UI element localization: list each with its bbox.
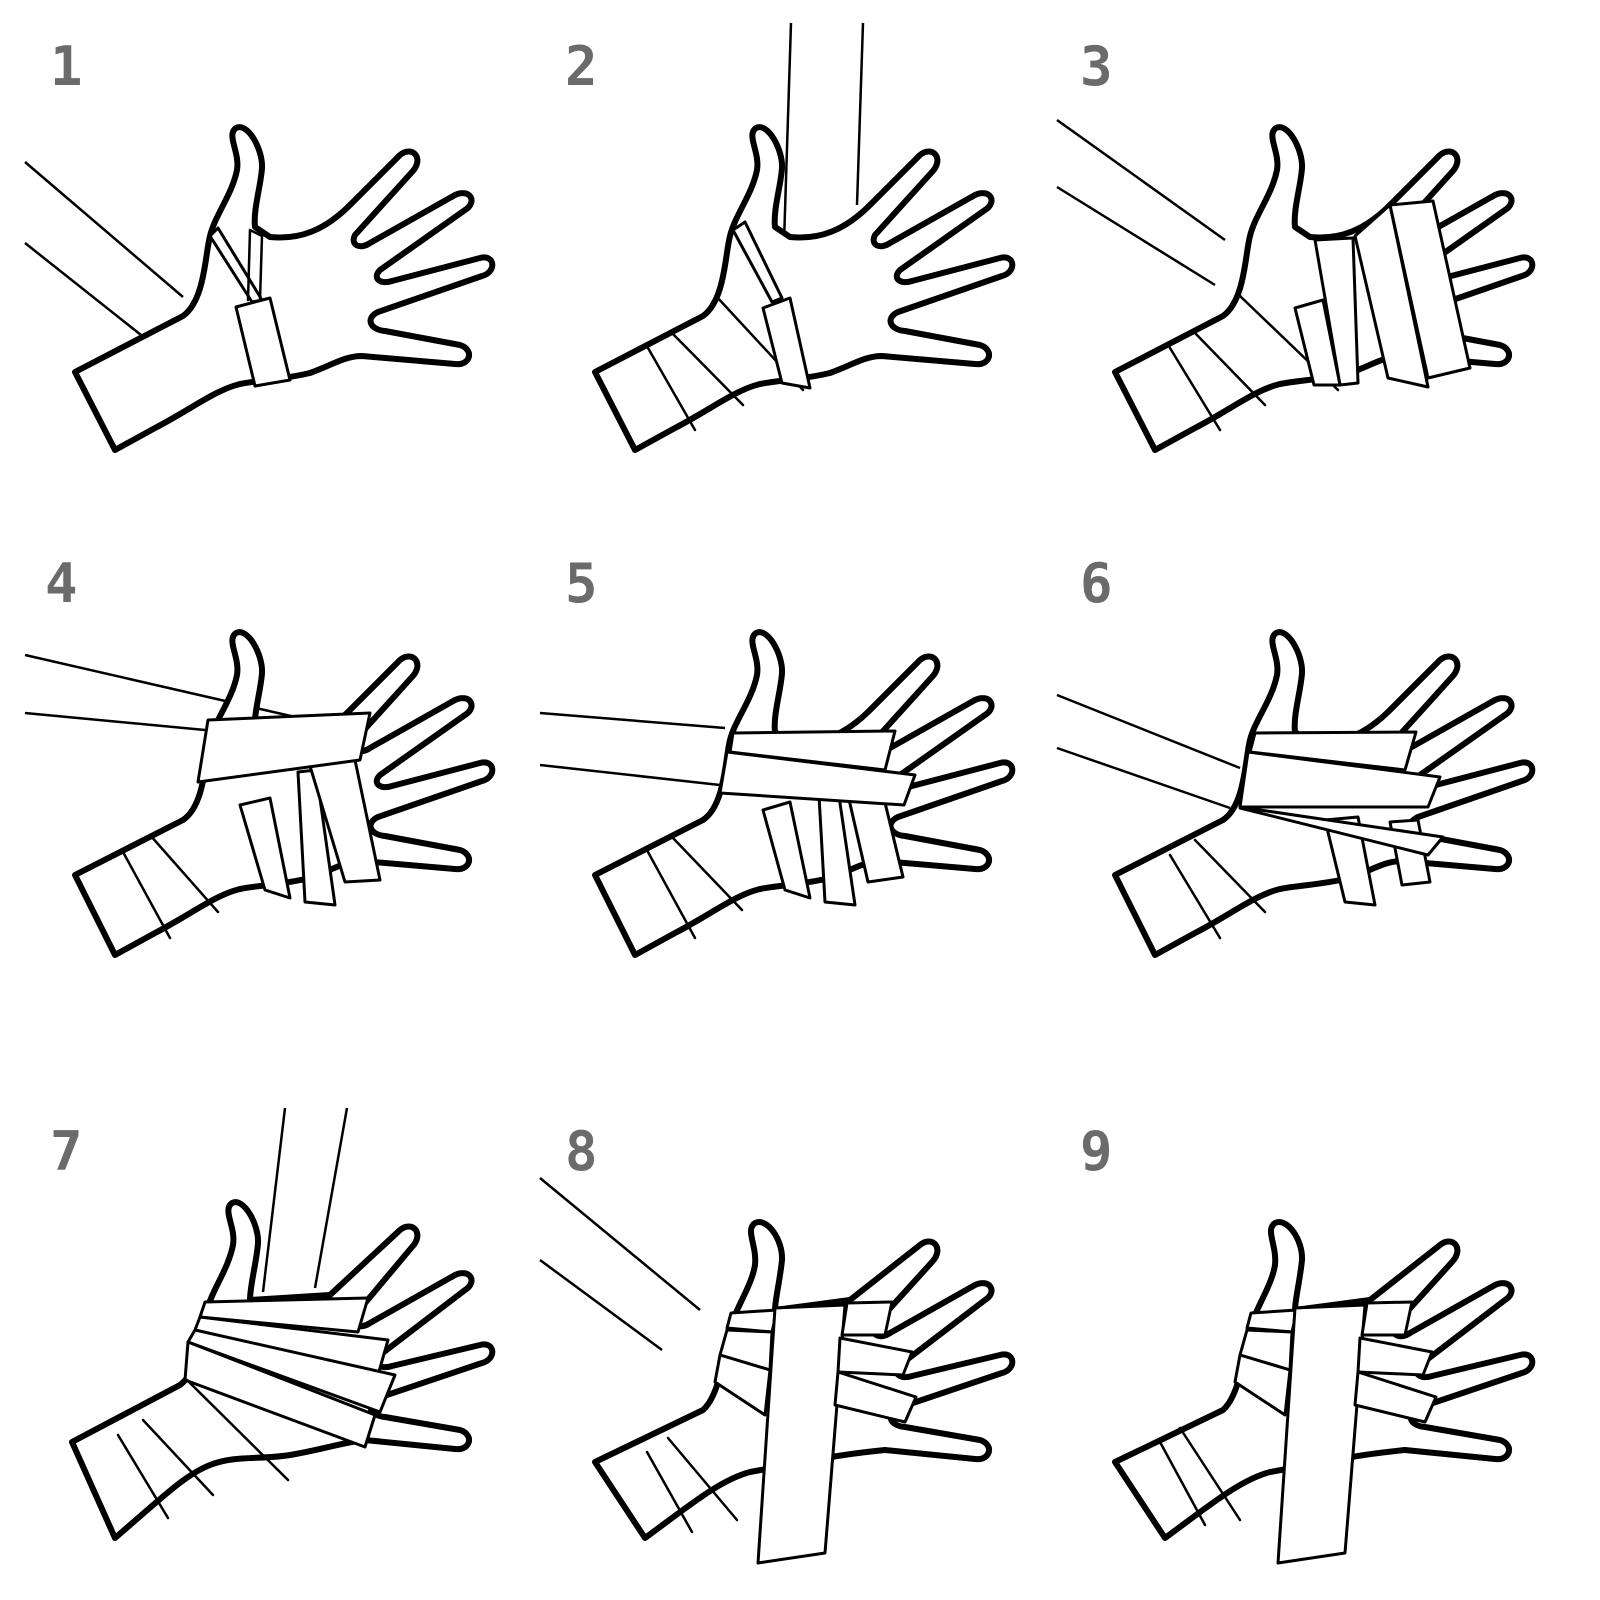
step-panel-4: 4 [0, 520, 520, 1050]
step-panel-1: 1 [0, 0, 520, 530]
step-panel-2: 2 [520, 0, 1040, 530]
step-number: 6 [1080, 552, 1113, 615]
step-number: 8 [565, 1120, 598, 1183]
hand-illustration [539, 1177, 1016, 1565]
step-number: 3 [1080, 35, 1113, 98]
step-panel-7: 7 [0, 1070, 520, 1600]
hand-illustration [24, 629, 496, 958]
hand-illustration [1056, 629, 1536, 958]
hand-illustration [69, 1107, 496, 1541]
hand-illustration [1056, 118, 1536, 453]
hand-illustration [592, 22, 1016, 453]
step-panel-3: 3 [1040, 0, 1560, 530]
step-number: 5 [565, 552, 598, 615]
step-panel-8: 8 [520, 1070, 1040, 1600]
step-panel-5: 5 [520, 520, 1040, 1050]
hand-illustration [1112, 1219, 1536, 1565]
step-number: 4 [45, 552, 78, 615]
step-number: 1 [50, 35, 83, 98]
step-number: 2 [565, 35, 598, 98]
step-panel-9: 9 [1040, 1070, 1560, 1600]
step-number: 9 [1080, 1120, 1113, 1183]
hand-illustration [24, 124, 496, 453]
hand-illustration [539, 629, 1016, 958]
step-panel-6: 6 [1040, 520, 1560, 1050]
step-number: 7 [50, 1120, 83, 1183]
